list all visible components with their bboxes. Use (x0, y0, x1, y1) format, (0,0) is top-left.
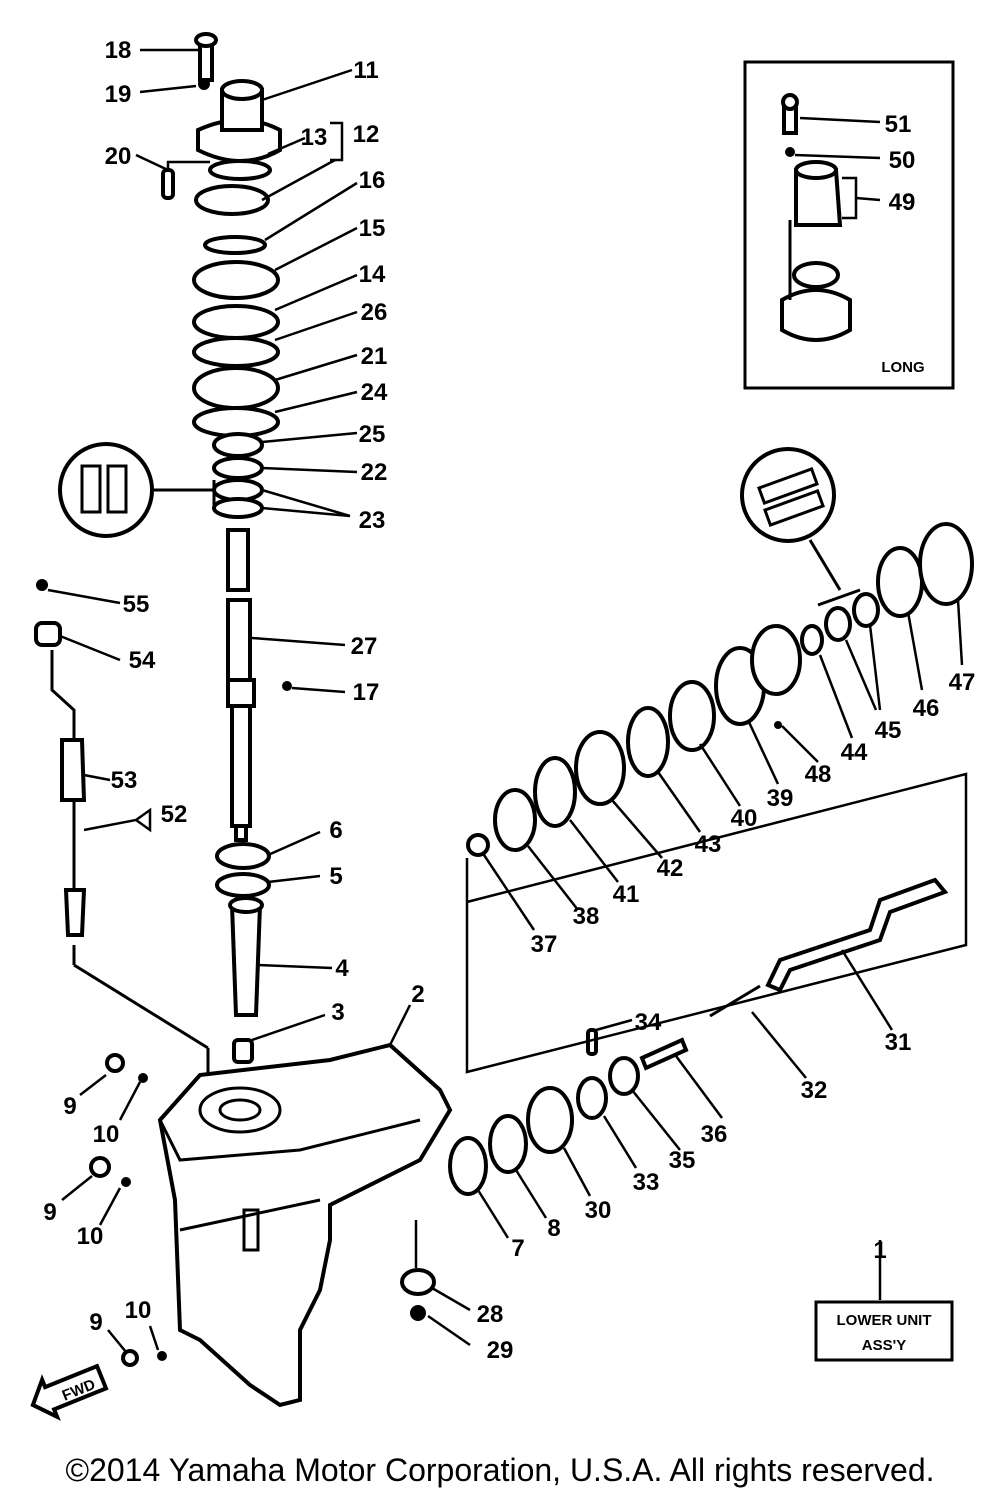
callout-48: 48 (805, 761, 832, 788)
callout-3: 3 (331, 999, 344, 1026)
callout-54: 54 (129, 647, 156, 674)
gear-bearing-stack (466, 522, 974, 857)
callout-13: 13 (301, 124, 328, 151)
callout-6: 6 (329, 817, 342, 844)
drive-shaft (215, 528, 292, 1064)
callout-32: 32 (801, 1077, 828, 1104)
callout-15: 15 (359, 215, 386, 242)
callout-18: 18 (105, 37, 132, 64)
forward-arrow: FWD (30, 1363, 109, 1421)
callout-17: 17 (353, 679, 380, 706)
lower-casing (157, 1042, 453, 1408)
callout-29: 29 (487, 1337, 514, 1364)
callout-30: 30 (585, 1197, 612, 1224)
callout-9-b: 9 (43, 1199, 56, 1226)
callout-16: 16 (359, 167, 386, 194)
callout-33: 33 (633, 1169, 660, 1196)
callout-27: 27 (351, 633, 378, 660)
callout-21: 21 (361, 343, 388, 370)
assembly-label-line1: LOWER UNIT (837, 1312, 932, 1329)
callout-9-a: 9 (63, 1093, 76, 1120)
callout-50: 50 (889, 147, 916, 174)
callout-47: 47 (949, 669, 976, 696)
callout-25: 25 (359, 421, 386, 448)
propeller-shaft-assembly (448, 877, 949, 1196)
callout-10-a: 10 (93, 1121, 120, 1148)
drain-plug (400, 1220, 436, 1321)
assembly-label-box (814, 1300, 954, 1362)
callout-35: 35 (669, 1147, 696, 1174)
callout-12: 12 (353, 121, 380, 148)
callout-1: 1 (873, 1237, 886, 1264)
assembly-label-line2: ASS'Y (862, 1337, 906, 1354)
water-pump-stack (161, 32, 282, 519)
callout-43: 43 (695, 831, 722, 858)
long-water-pump-part (780, 93, 852, 342)
callout-46: 46 (913, 695, 940, 722)
callout-24: 24 (361, 379, 388, 406)
callout-20: 20 (105, 143, 132, 170)
callout-34: 34 (635, 1009, 662, 1036)
callout-11: 11 (353, 57, 378, 84)
callout-9-c: 9 (89, 1309, 102, 1336)
callout-41: 41 (613, 881, 640, 908)
callout-8: 8 (547, 1215, 560, 1242)
callout-51: 51 (885, 111, 912, 138)
callout-22: 22 (361, 459, 388, 486)
callout-23: 23 (359, 507, 386, 534)
callout-39: 39 (767, 785, 794, 812)
callout-14: 14 (359, 261, 386, 288)
inset-label: LONG (881, 359, 924, 376)
inset-box-long (743, 60, 955, 390)
callout-52: 52 (161, 801, 188, 828)
callout-49: 49 (889, 189, 916, 216)
callout-53: 53 (111, 767, 138, 794)
callout-31: 31 (885, 1029, 912, 1056)
callout-36: 36 (701, 1121, 728, 1148)
callout-44: 44 (841, 739, 868, 766)
callout-5: 5 (329, 863, 342, 890)
callout-2: 2 (411, 981, 424, 1008)
callout-37: 37 (531, 931, 558, 958)
callout-38: 38 (573, 903, 600, 930)
callout-10-b: 10 (77, 1223, 104, 1250)
callout-26: 26 (361, 299, 388, 326)
callout-10-c: 10 (125, 1297, 152, 1324)
callout-45: 45 (875, 717, 902, 744)
parts-diagram: LOWER UNIT ASS'Y LONG FWD 1 2 3 4 5 6 7 … (30, 32, 975, 1421)
leader-lines (47, 48, 964, 1353)
callout-42: 42 (657, 855, 684, 882)
callout-40: 40 (731, 805, 758, 832)
callout-55: 55 (123, 591, 150, 618)
shim-detail-magnifier (740, 447, 861, 607)
casing-fasteners (89, 1053, 167, 1367)
callout-28: 28 (477, 1301, 504, 1328)
seal-detail-magnifier (58, 442, 216, 538)
callout-numbers: 1 2 3 4 5 6 7 8 9 9 9 10 10 10 11 12 13 … (43, 37, 975, 1364)
callout-4: 4 (335, 955, 349, 982)
callout-7: 7 (511, 1235, 524, 1262)
shift-rod-assembly (34, 579, 210, 1075)
callout-19: 19 (105, 81, 132, 108)
assembly-frame (465, 772, 968, 1074)
copyright-notice: ©2014 Yamaha Motor Corporation, U.S.A. A… (65, 1452, 935, 1488)
